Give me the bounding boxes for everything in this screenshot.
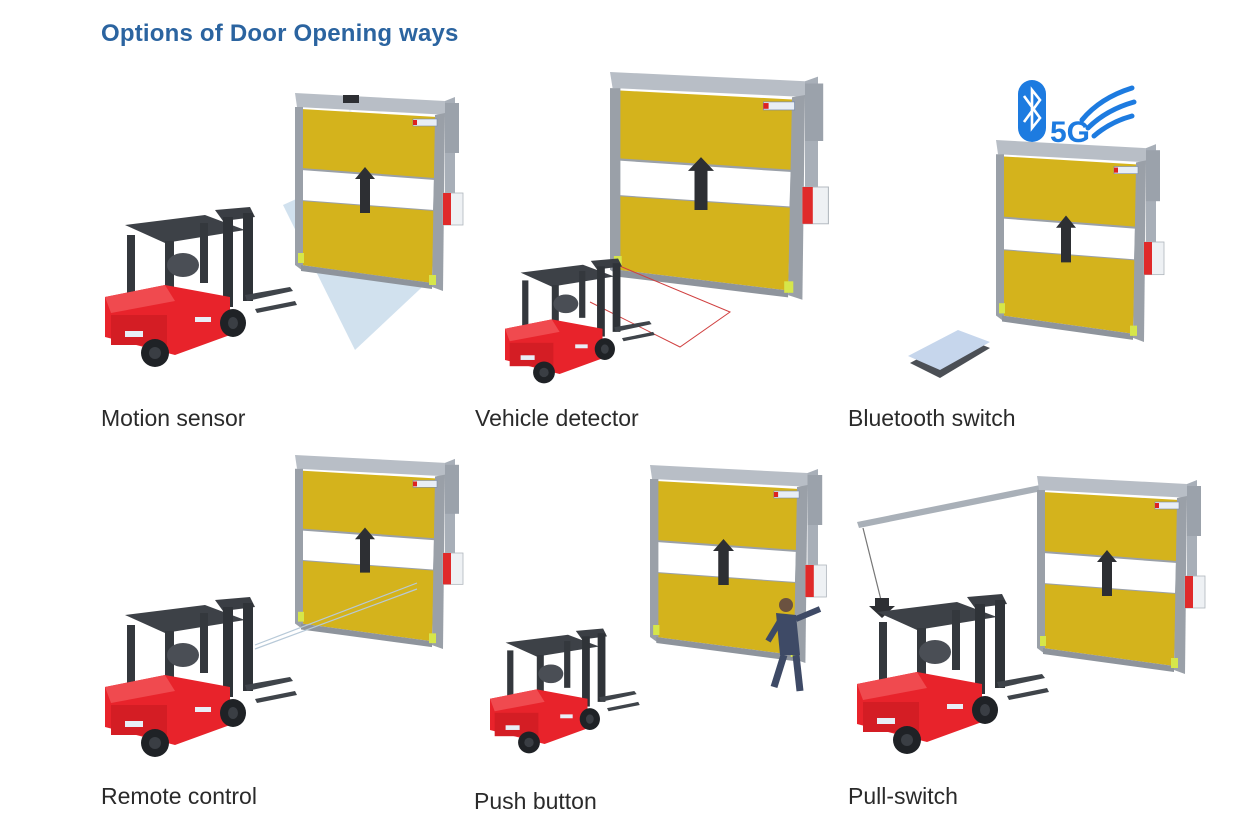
person-figure	[765, 598, 822, 692]
remote-control-illustration	[105, 454, 464, 757]
pull-switch-illustration	[857, 475, 1206, 754]
bluetooth-switch-illustration: 5G	[908, 80, 1166, 378]
push-button-scene	[490, 463, 860, 765]
motion-sensor-illustration	[105, 92, 464, 367]
caption-motion-sensor: Motion sensor	[101, 405, 246, 431]
caption-pull-switch: Pull-switch	[848, 783, 958, 809]
caption-bluetooth-switch: Bluetooth switch	[848, 405, 1016, 431]
pull-switch-scene	[855, 470, 1225, 770]
caption-push-button: Push button	[474, 788, 597, 814]
push-button-illustration	[490, 463, 828, 754]
caption-remote-control: Remote control	[101, 783, 257, 809]
bluetooth-remote-device	[908, 330, 990, 378]
bluetooth-icon	[1018, 80, 1046, 142]
pull-switch-arrow-icon	[869, 598, 895, 618]
vehicle-detector-scene	[500, 70, 830, 384]
motion-sensor-scene	[105, 85, 475, 385]
wireless-signal-icon	[1079, 85, 1137, 139]
page-title: Options of Door Opening ways	[101, 20, 459, 47]
remote-control-scene	[105, 454, 475, 775]
caption-vehicle-detector: Vehicle detector	[475, 405, 639, 431]
bluetooth-switch-scene: 5G	[900, 78, 1170, 388]
vehicle-detector-illustration	[505, 70, 830, 384]
